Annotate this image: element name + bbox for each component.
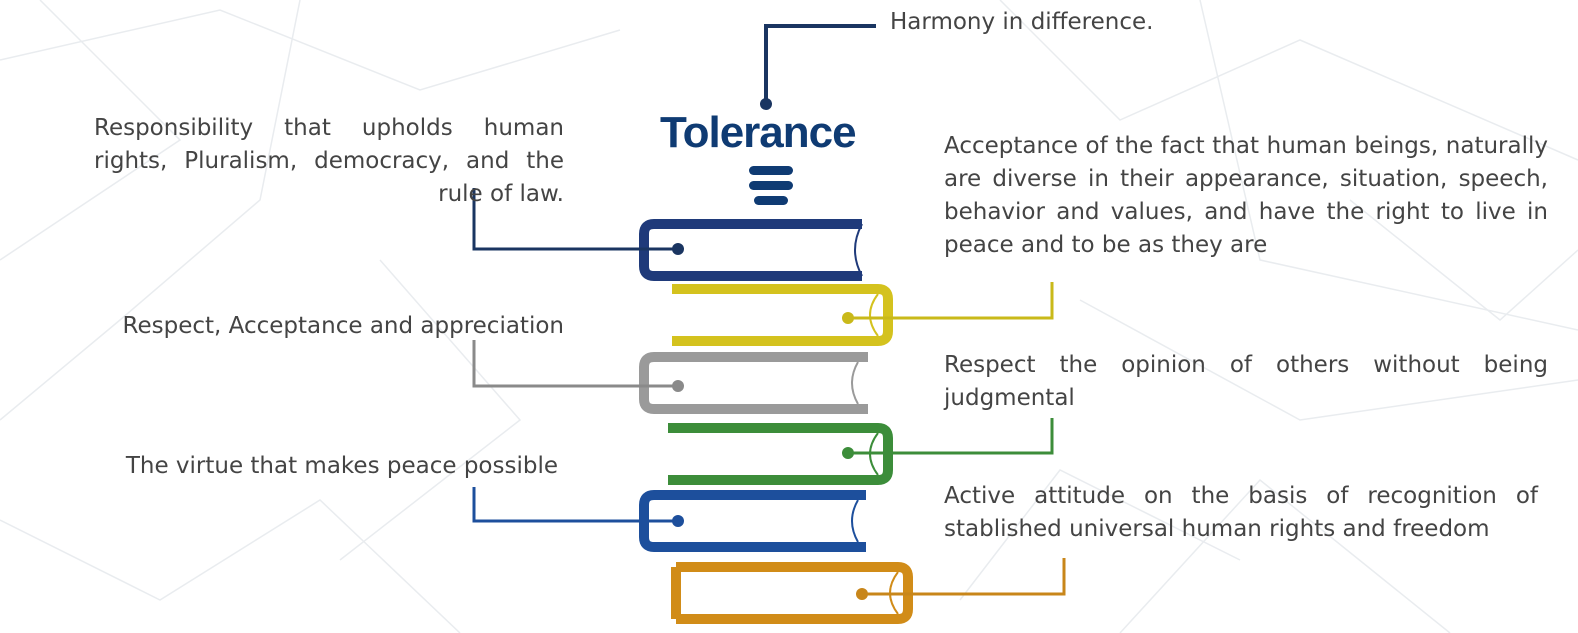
label-acceptance-diversity: Acceptance of the fact that human beings… <box>944 133 1548 258</box>
connector-virtue-peace <box>472 487 678 523</box>
label-active-attitude: Active attitude on the basis of recognit… <box>944 483 1538 542</box>
connector-dot-respect-acceptance <box>672 380 684 392</box>
connector-dot-acceptance-diversity <box>842 312 854 324</box>
note-harmony: Harmony in difference. <box>890 9 1154 35</box>
connector-active-attitude <box>862 558 1066 596</box>
connector-responsibility <box>472 188 678 251</box>
connector-dot-active-attitude <box>856 588 868 600</box>
label-respect-acceptance: Respect, Acceptance and appreciation <box>122 313 564 339</box>
book-yellow <box>672 284 893 346</box>
label-respect-opinion: Respect the opinion of others without be… <box>944 352 1548 411</box>
connector-acceptance-diversity <box>848 282 1054 320</box>
connector-dot-harmony <box>760 98 772 110</box>
connector-dot-respect-opinion <box>842 447 854 459</box>
book-gray <box>639 352 868 414</box>
connector-dot-virtue-peace <box>672 515 684 527</box>
connector-respect-opinion <box>848 418 1054 455</box>
connector-dot-responsibility <box>672 243 684 255</box>
diagram-title: Tolerance <box>660 108 857 157</box>
connector-respect-acceptance <box>472 340 678 388</box>
label-virtue-peace: The virtue that makes peace possible <box>125 453 558 479</box>
lamp-base-icon <box>749 166 793 205</box>
label-responsibility: Responsibility that upholds human rights… <box>94 115 564 207</box>
connector-harmony <box>764 24 876 104</box>
